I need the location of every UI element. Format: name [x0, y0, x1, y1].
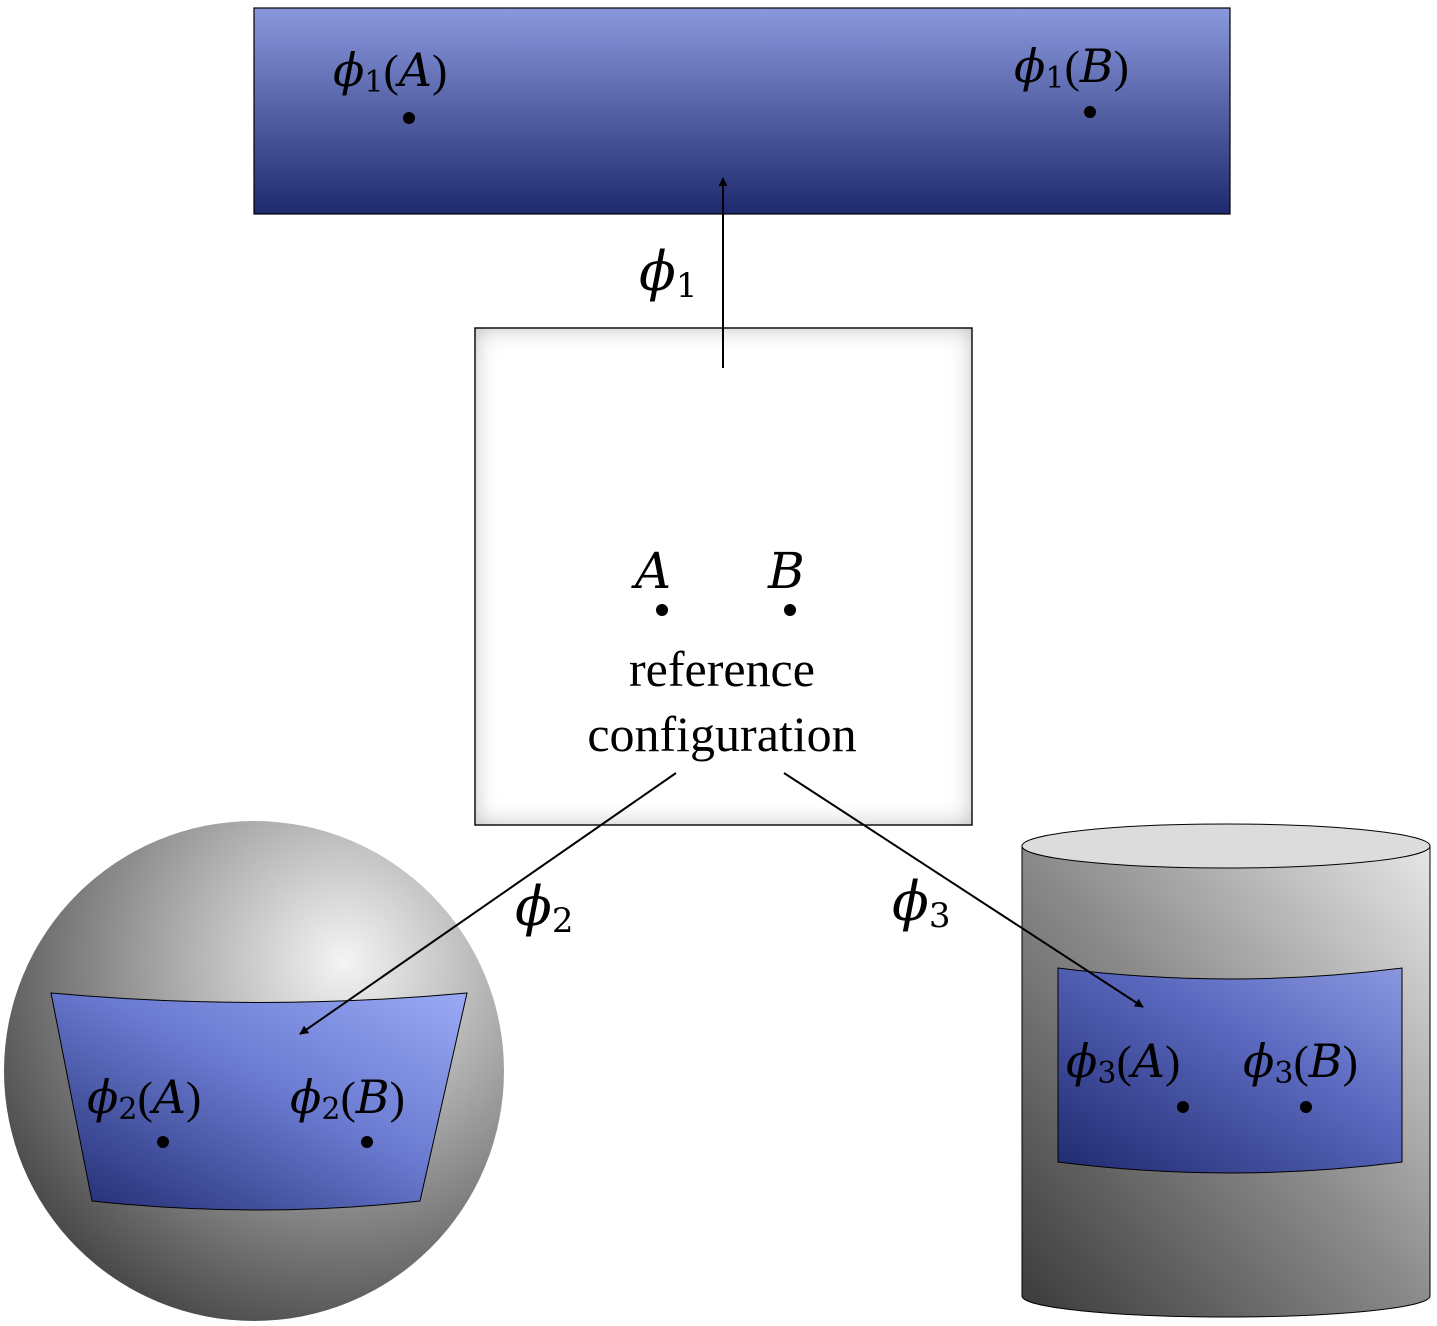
reference-point-b [784, 604, 796, 616]
cylinder-label-a: ϕ3(A) [1066, 1034, 1180, 1091]
reference-label-b: B [767, 542, 805, 600]
top-label-a: ϕ1(A) [333, 43, 447, 100]
cylinder-point-a [1177, 1101, 1189, 1113]
sphere-point-a [157, 1136, 169, 1148]
cylinder-label-b: ϕ3(B) [1243, 1034, 1358, 1091]
reference-configuration: A B reference configuration [474, 327, 973, 826]
config-top-bar: ϕ1(A) ϕ1(B) [253, 7, 1231, 215]
top-bar-body [253, 7, 1231, 215]
map-arrows [299, 177, 1144, 1035]
config-cylinder: ϕ3(A) ϕ3(B) [1021, 823, 1431, 1318]
label-phi1: ϕ1 [639, 240, 697, 306]
reference-caption-line2: configuration [587, 706, 856, 762]
sphere-label-b: ϕ2(B) [290, 1070, 405, 1127]
label-phi2: ϕ2 [515, 875, 573, 941]
top-label-b: ϕ1(B) [1014, 39, 1129, 96]
sphere-patch [50, 992, 468, 1211]
label-phi3: ϕ3 [892, 870, 950, 936]
top-point-b [1084, 106, 1096, 118]
reference-box [474, 327, 973, 826]
arrow-phi2 [299, 772, 677, 1035]
config-sphere: ϕ2(A) ϕ2(B) [4, 821, 504, 1321]
cylinder-top [1021, 823, 1431, 869]
cylinder-point-b [1300, 1101, 1312, 1113]
sphere-point-b [361, 1136, 373, 1148]
top-point-a [403, 112, 415, 124]
reference-caption-line1: reference [629, 641, 815, 697]
reference-point-a [656, 604, 668, 616]
reference-label-a: A [631, 542, 671, 600]
cylinder-patch [1057, 967, 1403, 1174]
arrow-phi3 [783, 772, 1144, 1008]
sphere-label-a: ϕ2(A) [87, 1070, 201, 1127]
